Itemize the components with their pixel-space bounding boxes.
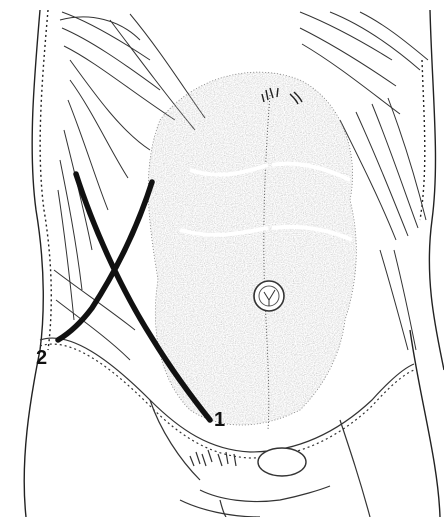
label-incision-1: 1: [214, 409, 225, 431]
label-incision-2: 2: [36, 347, 47, 369]
umbilicus: [254, 281, 284, 311]
